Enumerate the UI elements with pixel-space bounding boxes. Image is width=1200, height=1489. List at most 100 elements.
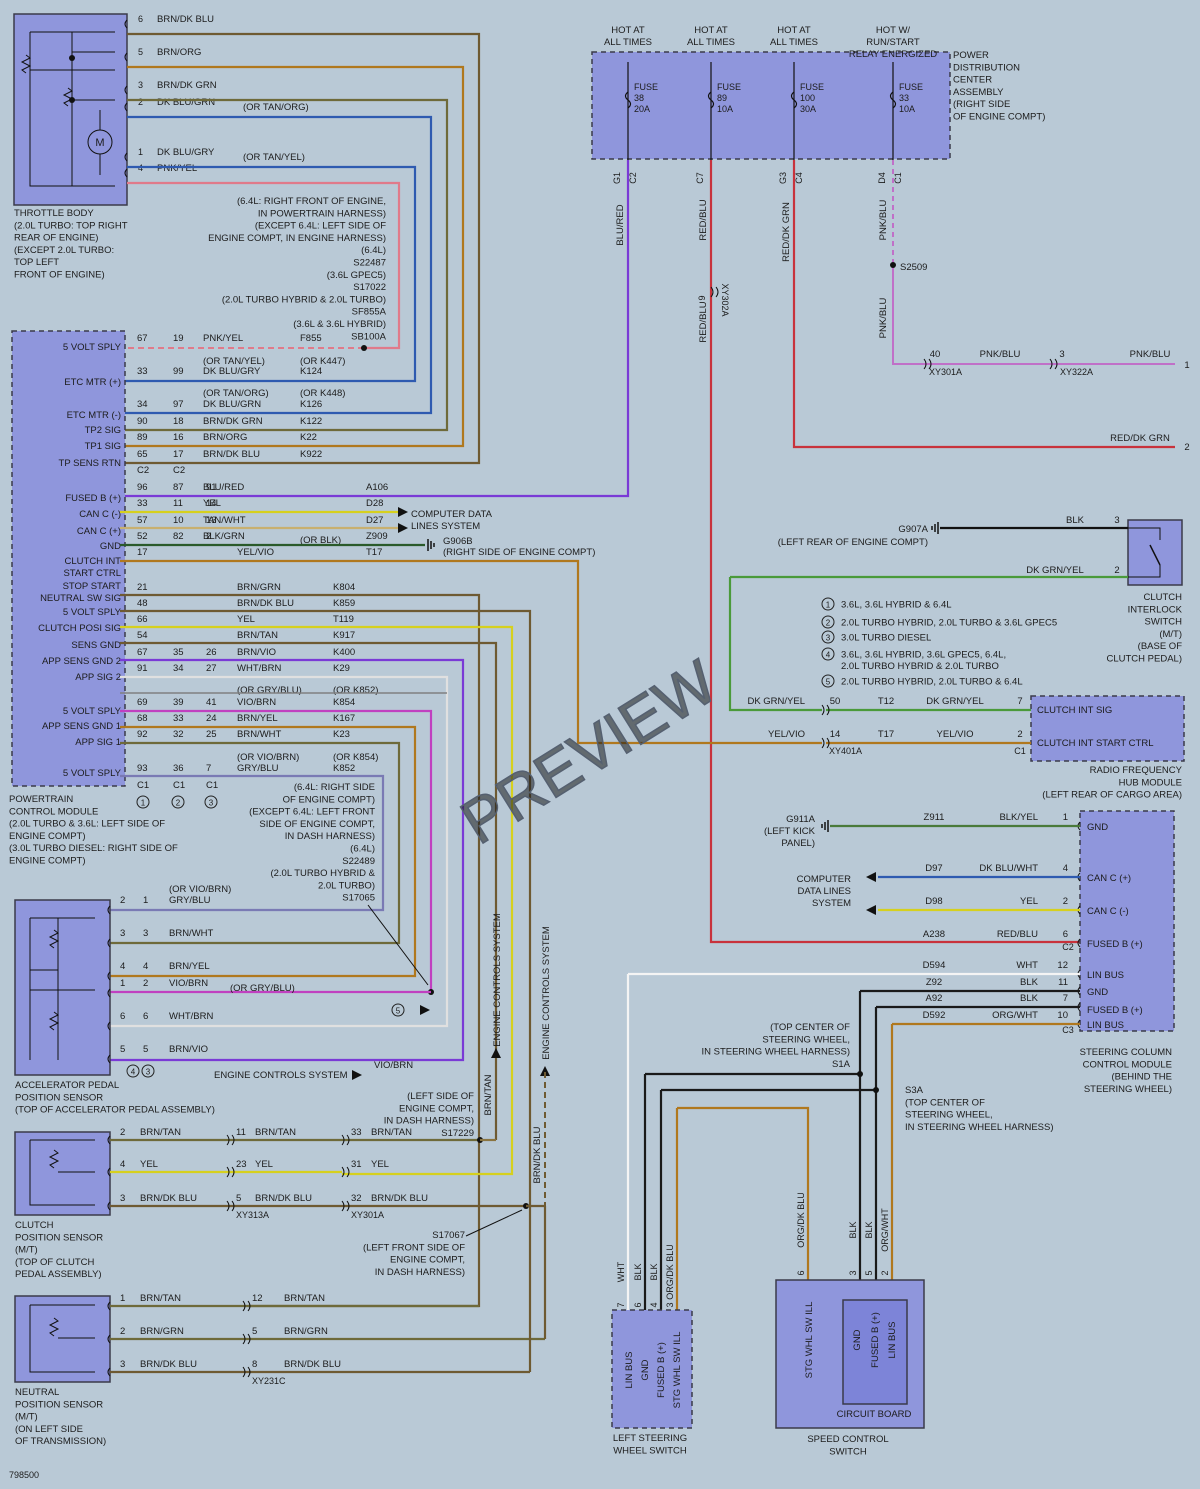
leader-line [465,1209,523,1237]
variant-5 [391,1003,405,1017]
pcm-cavity: 69 [137,697,148,708]
pin-number: 5 [864,1270,874,1275]
pin-number: 11 [1058,977,1068,988]
inline-connector [341,1166,350,1178]
sccm-box [1079,810,1175,1032]
wire-label: BRN/DK BLU [371,1193,428,1204]
pcm-cavity: 33 [137,366,148,377]
pcm-cavity: 39 [173,697,184,708]
pcm-pin-label: ETC MTR (-) [67,410,121,421]
wire-alt-label: (OR VIO/BRN) [169,884,231,895]
connector-label: XY401A [829,746,862,756]
pin-number: 7 [1017,696,1022,707]
legend-text: 2.0L TURBO HYBRID, 2.0L TURBO & 3.6L GPE… [841,618,1057,629]
wire-vio-brn [120,709,433,992]
pcm-cavity: 27 [206,663,217,674]
pcm-pin-label: CAN C (-) [79,509,121,520]
circuit-id: K852 [333,763,355,774]
wire-wht [626,972,1080,1310]
diagram-id: 798500 [9,1470,39,1480]
circuit-id: K122 [300,416,322,427]
app-pin-mark [107,988,111,998]
sccm-pin-label: CAN C (+) [1087,873,1131,884]
wire-blk [659,1088,876,1310]
np-pin-mark [107,1367,111,1377]
wire-blk [874,1005,1080,1280]
pcm-pin-label: ETC MTR (+) [64,377,121,388]
connector-label: C1 [1014,746,1026,756]
circuit-id: K804 [333,582,355,593]
wire-label: GRY/BLU [169,895,211,906]
connector-label: XY322A [1060,367,1093,377]
wire-label: DK BLU/WHT [979,863,1038,874]
circuit-id: (OR K854) [333,752,378,763]
wire-wht-brn [110,675,449,1028]
pcm-cavity: 16 [173,432,184,443]
wire-label: YEL/VIO [768,729,805,740]
rfhm-pin-label: CLUTCH INT START CTRL [1037,738,1153,749]
variant-2-text: 2 [176,799,181,808]
pcm-cavity: 32 [173,729,184,740]
tb-pin-mark [124,52,128,62]
app-pin-mark [107,1021,111,1031]
wire-label: BRN/YEL [169,961,210,972]
pcm-cavity: 91 [206,482,217,493]
connector-xy401a [821,704,830,716]
pin-number: 1 [143,895,148,906]
pcm-cavity: 66 [137,614,148,625]
connector-label: XY231C [252,1376,286,1386]
wire-label: BRN/VIO [169,1044,208,1055]
circuit-id: A238 [923,929,945,940]
connector-label: C2 [137,465,149,476]
pcm-box [11,330,126,787]
wire-label: PNK/BLU [980,349,1021,360]
connector-label: C1 [137,780,149,791]
ecs-vertical-label: ENGINE CONTROLS SYSTEM [492,913,503,1047]
pcm-cavity: 93 [137,763,148,774]
pcm-cavity: 68 [137,713,148,724]
wire-label: (OR GRY/BLU) [237,685,302,696]
wire-label: DK BLU/GRY [157,147,215,158]
pcm-cavity: 91 [137,663,148,674]
pin-number: 5 [138,47,143,57]
pcm-cavity: 34 [173,663,184,674]
pcm-pin-label: CAN C (+) [77,526,121,537]
wire-label: YEL [237,614,255,625]
wire-brn-tan [120,641,498,1140]
fuse-icon [707,91,715,109]
wire-label: YEL/VIO [237,547,274,558]
wire-pnk-yel [127,181,401,350]
pcm-cavity: 52 [137,531,148,542]
wire-dk-grn-yel [728,575,1128,712]
ground-g906b [427,539,435,551]
wire-label: YEL [255,1159,273,1170]
wire-label: YEL/VIO [937,729,974,740]
pin-number: 4 [120,961,125,972]
pdc-pin: G1 [612,172,622,184]
pin-number: 32 [351,1193,362,1204]
pdc-pin: C1 [893,172,903,184]
circuit-id: D27 [366,515,383,526]
wire-brn-dk-grn [120,98,449,432]
tb-pin-mark [124,152,128,162]
arrow-icon [866,905,876,915]
wire-yel [120,625,514,1176]
sccm-pin-label: GND [1087,822,1108,833]
pin-number: 10 [1057,1010,1068,1021]
pcm-cavity: 65 [137,449,148,460]
pin-number: 3 [138,80,143,90]
pcm-pin-label: TP SENS RTN [59,458,122,469]
pin-number: 1 [120,978,125,989]
resistor-icon [48,1317,60,1337]
circuit-id: A106 [366,482,388,493]
circuit-id: (OR K852) [333,685,378,696]
wire-label: BRN/WHT [237,729,282,740]
wire-label: BRN/DK BLU [203,449,260,460]
